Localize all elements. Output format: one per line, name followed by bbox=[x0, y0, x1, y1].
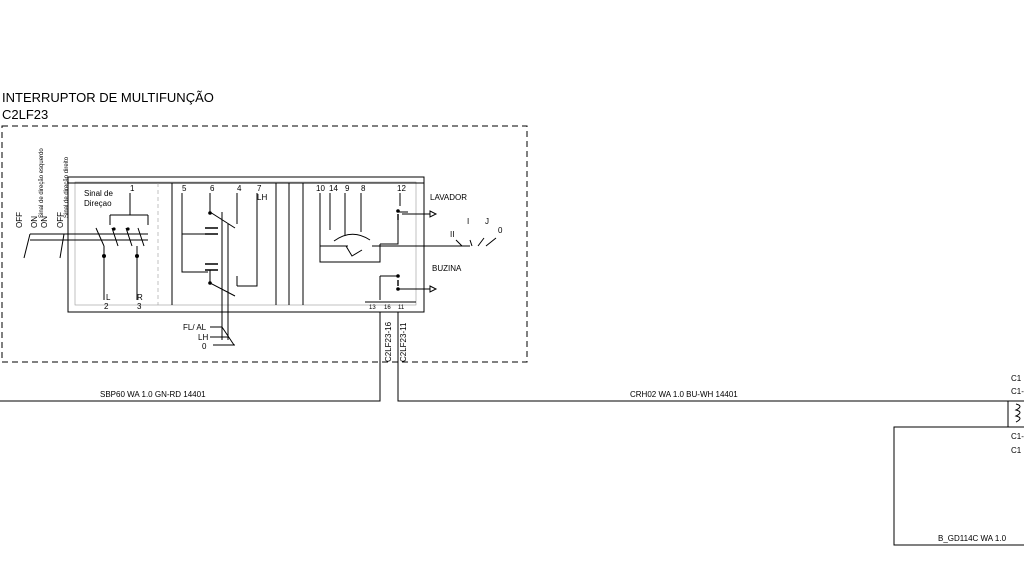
wire-crh02 bbox=[397, 312, 1010, 402]
wire-label-crh02: CRH02 WA 1.0 BU-WH 14401 bbox=[630, 390, 738, 399]
edge-label-2: C1- bbox=[1011, 387, 1024, 396]
label-l: L bbox=[106, 293, 111, 302]
coil-symbol bbox=[1014, 403, 1021, 423]
pin-4: 4 bbox=[237, 184, 242, 193]
label-pos-0: 0 bbox=[498, 226, 503, 235]
pin-5: 5 bbox=[182, 184, 187, 193]
label-on-1: ON bbox=[30, 216, 39, 228]
pin-14: 14 bbox=[329, 184, 338, 193]
lever-symbol bbox=[23, 233, 148, 259]
pin-2: 2 bbox=[104, 302, 109, 311]
label-fl-al: FL/ AL bbox=[183, 323, 207, 332]
label-turn-signal-2: Direçao bbox=[84, 199, 112, 208]
wire-gd114c bbox=[893, 426, 1024, 546]
wire-label-sbp60: SBP60 WA 1.0 GN-RD 14401 bbox=[100, 390, 206, 399]
label-off-1: OFF bbox=[15, 212, 24, 228]
pin-1: 1 bbox=[130, 184, 135, 193]
component-boundary bbox=[1, 125, 528, 363]
label-lh-position: LH bbox=[198, 333, 208, 342]
label-turn-signal-1: Sinal de bbox=[84, 189, 113, 198]
label-horn: BUZINA bbox=[432, 264, 462, 273]
switch-body-inner bbox=[74, 181, 417, 306]
pin-16: 16 bbox=[384, 305, 391, 311]
component-connector-id: C2LF23 bbox=[2, 107, 49, 122]
pin-9: 9 bbox=[345, 184, 350, 193]
wire-label-gd114c: B_GD114C WA 1.0 bbox=[938, 534, 1007, 543]
pin-3: 3 bbox=[137, 302, 142, 311]
connector-c2lf23-16: C2LF23-16 bbox=[384, 321, 393, 362]
label-sinal-direito: Sinal de direção direito bbox=[64, 156, 70, 218]
label-off-2: OFF bbox=[56, 212, 65, 228]
wire-sbp60 bbox=[0, 312, 381, 402]
pin-11: 11 bbox=[398, 305, 405, 311]
switch-body-outer bbox=[67, 176, 425, 313]
label-r: R bbox=[137, 293, 143, 302]
pin-13: 13 bbox=[369, 305, 376, 311]
edge-label-3: C1- bbox=[1011, 432, 1024, 441]
coil-box bbox=[1007, 400, 1024, 428]
connector-c2lf23-11: C2LF23-11 bbox=[399, 322, 408, 362]
label-on-2: ON bbox=[40, 216, 49, 228]
label-washer: LAVADOR bbox=[430, 193, 467, 202]
pin-12: 12 bbox=[397, 184, 406, 193]
edge-label-4: C1 bbox=[1011, 446, 1022, 455]
pin-8: 8 bbox=[361, 184, 366, 193]
component-title: INTERRUPTOR DE MULTIFUNÇÃO bbox=[2, 90, 214, 105]
label-sinal-esquerdo: Sinal de direção esquerdo bbox=[39, 148, 45, 218]
pin-10: 10 bbox=[316, 184, 325, 193]
pin-6: 6 bbox=[210, 184, 215, 193]
label-zero-position: 0 bbox=[202, 342, 207, 351]
label-lh-pin: LH bbox=[257, 193, 267, 202]
pin-7: 7 bbox=[257, 184, 262, 193]
label-pos-j: J bbox=[485, 217, 489, 226]
edge-label-1: C1 bbox=[1011, 374, 1022, 383]
label-pos-i: I bbox=[467, 217, 469, 226]
label-pos-ii: II bbox=[450, 230, 454, 239]
